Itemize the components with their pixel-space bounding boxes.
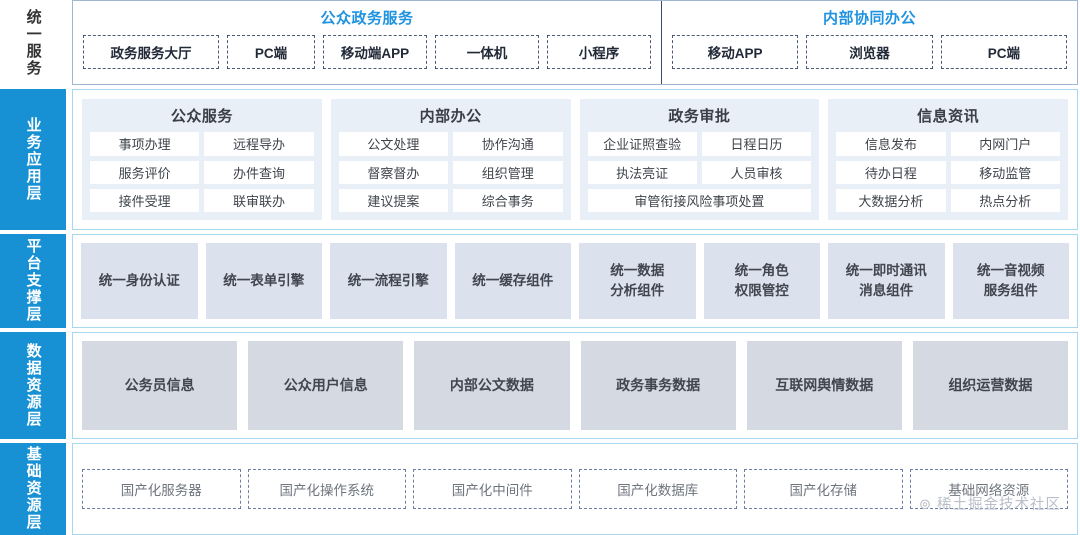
business-group-title: 公众服务 — [170, 108, 233, 126]
business-row: 执法亮证 人员审核 — [587, 160, 812, 184]
business-cell[interactable]: 综合事务 — [453, 188, 563, 213]
access-panel-title: 公众政务服务 — [320, 10, 414, 27]
business-row: 接件受理 联审联办 — [90, 188, 314, 213]
business-group-title: 政务审批 — [668, 108, 731, 126]
sidebar-item-unified-service: 统一服务 — [0, 0, 66, 86]
business-cell[interactable]: 人员审核 — [701, 160, 812, 184]
business-group-public-service: 公众服务 事项办理 远程导办 服务评价 办件查询 接件受理 联审联办 — [82, 99, 322, 221]
data-resource-layer: 公务员信息 公众用户信息 内部公文数据 政务事务数据 互联网舆情数据 组织运营数… — [72, 331, 1078, 439]
access-panel-public-government-service: 公众政务服务 政务服务大厅 PC端 移动端APP 一体机 小程序 — [73, 1, 662, 85]
sidebar-item-business-application-layer: 业务应用层 — [0, 89, 66, 231]
infrastructure-resource[interactable]: 国产化中间件 — [413, 468, 572, 509]
platform-component[interactable]: 统一音视频 服务组件 — [952, 243, 1069, 319]
business-row: 公文处理 协作沟通 — [338, 132, 563, 156]
data-resource[interactable]: 内部公文数据 — [414, 340, 570, 430]
business-row: 服务评价 办件查询 — [90, 160, 314, 184]
data-resource[interactable]: 公务员信息 — [82, 340, 238, 430]
business-cell[interactable]: 接件受理 — [90, 188, 200, 213]
sidebar-item-label: 平台支撑层 — [24, 238, 42, 324]
access-panel-title: 内部协同办公 — [822, 10, 916, 27]
channel-chip[interactable]: 移动APP — [672, 35, 799, 69]
data-resource[interactable]: 政务事务数据 — [580, 340, 736, 430]
business-cell[interactable]: 组织管理 — [453, 160, 563, 184]
business-cell[interactable]: 服务评价 — [90, 160, 200, 184]
platform-support-layer: 统一身份认证 统一表单引擎 统一流程引擎 统一缓存组件 统一数据 分析组件 统一… — [72, 234, 1078, 328]
business-cell[interactable]: 大数据分析 — [836, 188, 946, 213]
business-group-title: 信息资讯 — [917, 108, 980, 126]
business-group-information-news: 信息资讯 信息发布 内网门户 待办日程 移动监管 大数据分析 热点分析 — [828, 99, 1068, 221]
business-row: 企业证照查验 日程日历 — [587, 132, 812, 156]
business-row: 信息发布 内网门户 — [836, 132, 1060, 156]
platform-component[interactable]: 统一缓存组件 — [454, 243, 571, 319]
business-cell[interactable]: 企业证照查验 — [587, 132, 697, 156]
business-group-grid: 企业证照查验 日程日历 执法亮证 人员审核 审管衔接风险事项处置 — [587, 132, 812, 213]
channel-chip[interactable]: 政务服务大厅 — [83, 35, 219, 69]
business-row: 大数据分析 热点分析 — [836, 188, 1060, 213]
channel-chip[interactable]: 一体机 — [435, 35, 539, 69]
business-group-title: 内部办公 — [419, 108, 482, 126]
platform-component[interactable]: 统一流程引擎 — [330, 243, 447, 319]
infrastructure-resource-layer: 国产化服务器 国产化操作系统 国产化中间件 国产化数据库 国产化存储 基础网络资… — [72, 442, 1078, 535]
business-cell[interactable]: 远程导办 — [204, 132, 314, 156]
business-application-layer: 公众服务 事项办理 远程导办 服务评价 办件查询 接件受理 联审联办 — [72, 89, 1078, 231]
business-cell[interactable]: 热点分析 — [950, 188, 1060, 213]
platform-component[interactable]: 统一即时通讯 消息组件 — [828, 243, 945, 319]
platform-component[interactable]: 统一角色 权限管控 — [703, 243, 820, 319]
infrastructure-resource[interactable]: 基础网络资源 — [909, 468, 1068, 509]
business-cell[interactable]: 事项办理 — [90, 132, 200, 156]
data-resource[interactable]: 公众用户信息 — [248, 340, 404, 430]
sidebar-item-label: 数据资源层 — [24, 342, 42, 428]
business-group-grid: 事项办理 远程导办 服务评价 办件查询 接件受理 联审联办 — [90, 132, 314, 213]
platform-component[interactable]: 统一身份认证 — [81, 243, 198, 319]
business-cell[interactable]: 公文处理 — [338, 132, 449, 156]
infrastructure-resource[interactable]: 国产化操作系统 — [247, 468, 406, 509]
access-panel-internal-collaborative-office: 内部协同办公 移动APP 浏览器 PC端 — [662, 1, 1077, 84]
business-row: 建议提案 综合事务 — [338, 188, 563, 213]
sidebar-item-platform-support-layer: 平台支撑层 — [0, 234, 66, 328]
platform-component[interactable]: 统一数据 分析组件 — [579, 243, 696, 319]
infrastructure-resource[interactable]: 国产化数据库 — [578, 468, 737, 509]
business-cell[interactable]: 内网门户 — [950, 132, 1060, 156]
infrastructure-resource[interactable]: 国产化存储 — [744, 468, 903, 509]
platform-component[interactable]: 统一表单引擎 — [205, 243, 322, 319]
business-cell[interactable]: 建议提案 — [338, 188, 449, 213]
sidebar-item-label: 基础资源层 — [24, 446, 42, 532]
channel-chip[interactable]: 浏览器 — [806, 35, 933, 69]
business-cell[interactable]: 信息发布 — [836, 132, 946, 156]
channel-chip-row: 政务服务大厅 PC端 移动端APP 一体机 小程序 — [83, 35, 651, 69]
access-channel-layer: 公众政务服务 政务服务大厅 PC端 移动端APP 一体机 小程序 内部协同办公 … — [72, 0, 1078, 86]
business-cell[interactable]: 执法亮证 — [587, 160, 697, 184]
business-cell[interactable]: 协作沟通 — [453, 132, 563, 156]
data-resource[interactable]: 互联网舆情数据 — [746, 340, 902, 430]
business-row: 督察督办 组织管理 — [338, 160, 563, 184]
business-cell[interactable]: 日程日历 — [701, 132, 812, 156]
business-group-grid: 公文处理 协作沟通 督察督办 组织管理 建议提案 综合事务 — [338, 132, 563, 213]
sidebar-item-infrastructure-resource-layer: 基础资源层 — [0, 442, 66, 535]
business-group-grid: 信息发布 内网门户 待办日程 移动监管 大数据分析 热点分析 — [836, 132, 1060, 213]
sidebar-item-data-resource-layer: 数据资源层 — [0, 331, 66, 439]
channel-chip[interactable]: PC端 — [940, 35, 1067, 69]
business-group-government-approval: 政务审批 企业证照查验 日程日历 执法亮证 人员审核 审管衔接风险事项处置 — [579, 99, 820, 221]
business-cell[interactable]: 督察督办 — [338, 160, 449, 184]
business-row: 事项办理 远程导办 — [90, 132, 314, 156]
business-row: 待办日程 移动监管 — [836, 160, 1060, 184]
business-cell[interactable]: 待办日程 — [836, 160, 946, 184]
channel-chip[interactable]: 小程序 — [547, 35, 651, 69]
channel-chip-row: 移动APP 浏览器 PC端 — [672, 35, 1067, 69]
business-row: 审管衔接风险事项处置 — [587, 188, 812, 213]
business-cell[interactable]: 移动监管 — [950, 160, 1060, 184]
sidebar-item-label: 统一服务 — [24, 8, 42, 77]
channel-chip[interactable]: PC端 — [227, 35, 315, 69]
channel-chip[interactable]: 移动端APP — [323, 35, 427, 69]
sidebar-item-label: 业务应用层 — [24, 117, 42, 203]
business-group-internal-office: 内部办公 公文处理 协作沟通 督察督办 组织管理 建议提案 综合事务 — [330, 99, 571, 221]
layer-label-sidebar: 统一服务 业务应用层 平台支撑层 数据资源层 基础资源层 — [0, 0, 66, 535]
business-cell[interactable]: 办件查询 — [204, 160, 314, 184]
layer-stack: 公众政务服务 政务服务大厅 PC端 移动端APP 一体机 小程序 内部协同办公 … — [66, 0, 1080, 535]
infrastructure-resource[interactable]: 国产化服务器 — [82, 468, 241, 509]
business-cell[interactable]: 审管衔接风险事项处置 — [587, 188, 812, 213]
business-cell[interactable]: 联审联办 — [204, 188, 314, 213]
data-resource[interactable]: 组织运营数据 — [912, 340, 1069, 430]
